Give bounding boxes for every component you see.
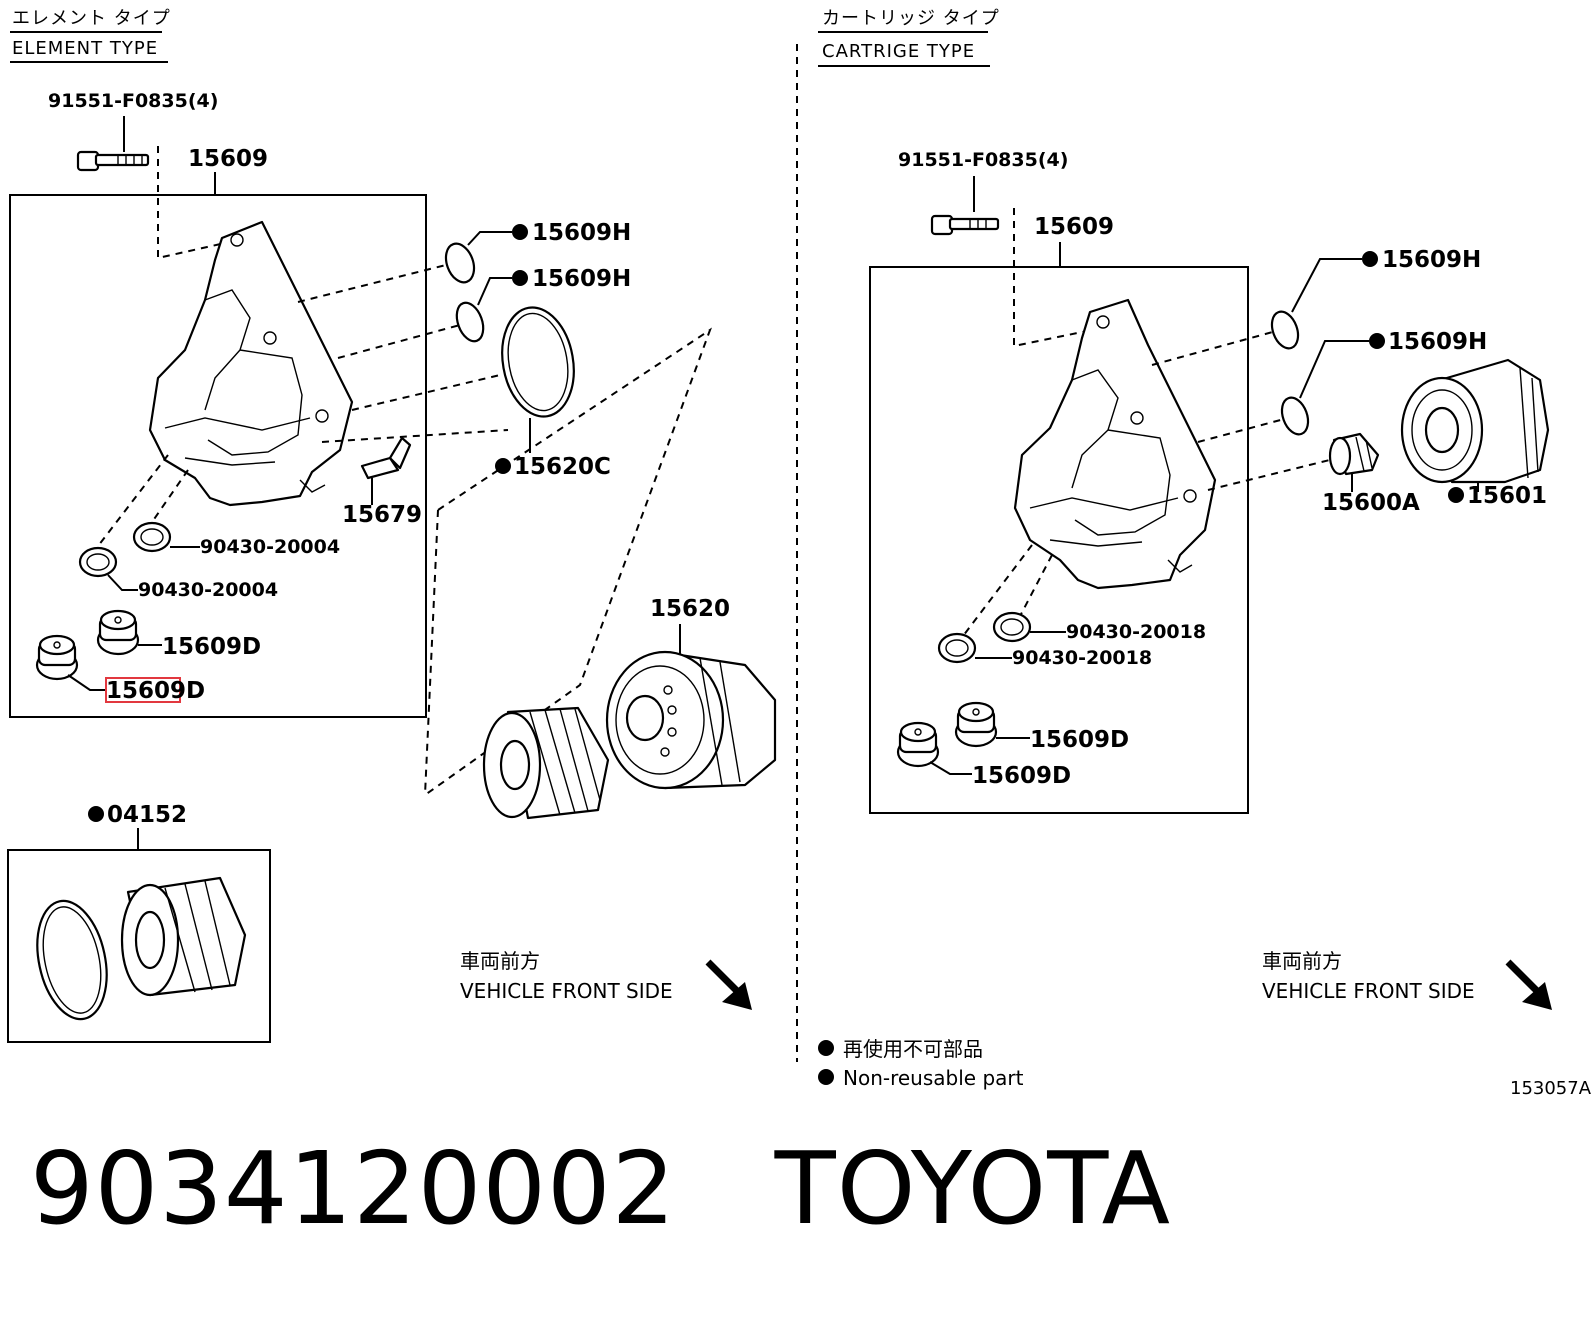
left-housing-box — [9, 194, 427, 718]
left-label-housing: 15609 — [188, 146, 268, 172]
figure-code: 153057A — [1510, 1078, 1592, 1099]
left-label-plug-b: 15609D — [106, 678, 205, 704]
right-label-plug-b: 15609D — [972, 763, 1071, 789]
legend-en: Non-reusable part — [843, 1066, 1024, 1090]
right-housing-icon — [1013, 298, 1217, 590]
highlighted-part-box — [105, 677, 181, 703]
left-label-gasket-a: 90430-20004 — [200, 536, 340, 558]
left-front-jp: 車両前方 — [460, 949, 540, 973]
right-label-gasket-a: 90430-20018 — [1066, 621, 1206, 643]
right-header-en: CARTRIGE TYPE — [822, 41, 975, 62]
right-label-housing: 15609 — [1034, 214, 1114, 240]
right-label-gasket-b: 90430-20018 — [1012, 647, 1152, 669]
legend-jp: 再使用不可部品 — [843, 1037, 983, 1061]
left-kit-icon — [36, 876, 247, 1021]
product-caption: 9034120002 TOYOTA — [30, 1130, 1171, 1247]
left-element-icon — [482, 706, 610, 820]
right-bolt-icon — [930, 214, 1000, 236]
left-bullet-icon-d — [88, 806, 104, 822]
left-label-gasket-b: 90430-20004 — [138, 579, 278, 601]
right-label-union: 15600A — [1322, 490, 1420, 516]
left-plug-icon-a — [96, 609, 140, 656]
right-front-en: VEHICLE FRONT SIDE — [1262, 979, 1475, 1003]
left-label-bolt: 91551-F0835(4) — [48, 90, 218, 112]
left-bullet-icon-b — [512, 270, 528, 286]
left-label-plug-a: 15609D — [162, 634, 261, 660]
left-label-oring-b: 15609H — [532, 266, 631, 292]
left-bullet-icon-a — [512, 224, 528, 240]
left-label-kit: 04152 — [107, 802, 187, 828]
left-header-jp: エレメント タイプ — [12, 8, 171, 29]
left-front-arrow-icon — [705, 959, 752, 1010]
right-plug-icon-a — [954, 701, 998, 748]
left-header-en: ELEMENT TYPE — [12, 38, 158, 59]
right-header-jp: カートリッジ タイプ — [822, 8, 1000, 29]
right-label-filter: 15601 — [1467, 483, 1547, 509]
left-kit-box — [7, 849, 271, 1043]
right-bullet-icon-c — [1448, 487, 1464, 503]
left-cap-icon — [605, 650, 777, 790]
right-label-bolt: 91551-F0835(4) — [898, 149, 1068, 171]
right-section: カートリッジ タイプ CARTRIGE TYPE 91551-F0835(4) … — [818, 8, 1592, 1099]
right-bullet-icon-a — [1362, 251, 1378, 267]
right-filter-icon — [1400, 358, 1550, 484]
left-label-big-oring: 15620C — [514, 454, 611, 480]
left-section: エレメント タイプ ELEMENT TYPE 91551-F0835(4) 15… — [7, 8, 777, 1043]
left-sensor-icon — [360, 436, 412, 480]
right-bullet-icon-b — [1369, 333, 1385, 349]
right-front-jp: 車両前方 — [1262, 949, 1342, 973]
left-label-cap: 15620 — [650, 596, 730, 622]
left-label-oring-a: 15609H — [532, 220, 631, 246]
right-front-arrow-icon — [1505, 959, 1552, 1010]
right-plug-icon-b — [896, 721, 940, 768]
left-housing-icon — [148, 220, 354, 507]
left-label-sensor: 15679 — [342, 502, 422, 528]
right-label-oring-a: 15609H — [1382, 247, 1481, 273]
left-front-en: VEHICLE FRONT SIDE — [460, 979, 673, 1003]
caption-part-number: 9034120002 — [30, 1130, 677, 1247]
right-label-plug-a: 15609D — [1030, 727, 1129, 753]
left-plug-icon-b — [35, 634, 79, 681]
right-housing-box — [869, 266, 1249, 814]
left-bolt-icon — [76, 150, 150, 172]
legend-bullet-icon-b — [818, 1069, 834, 1085]
right-union-icon — [1328, 432, 1380, 476]
caption-brand: TOYOTA — [774, 1130, 1171, 1247]
right-label-oring-b: 15609H — [1388, 329, 1487, 355]
legend-bullet-icon-a — [818, 1040, 834, 1056]
